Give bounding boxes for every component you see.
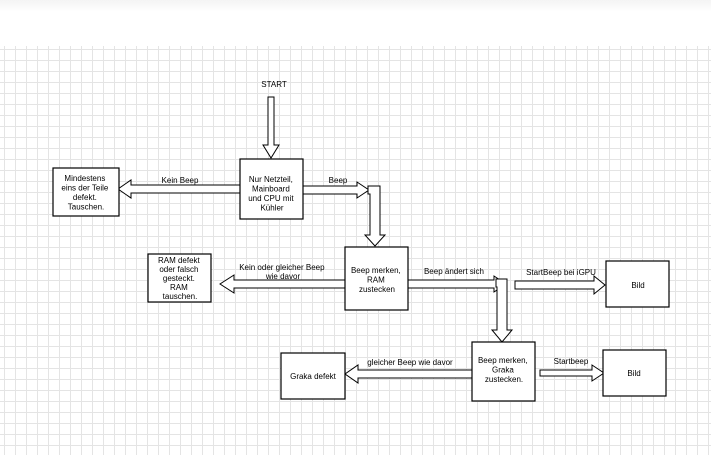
node-bild2-text: Bild [627, 369, 640, 378]
arrow-beep-aendert-down [490, 278, 514, 343]
node-ram-defect-box [147, 253, 212, 303]
node-graka-box [471, 341, 536, 402]
node-bild1-box [605, 260, 670, 308]
start-label: START [261, 80, 287, 89]
top-bar [0, 0, 711, 12]
arrow-beep-aendert [407, 275, 507, 293]
arrow-startbeep-igpu [514, 274, 606, 296]
node-ram-defect-text: RAM defekt oder falsch gesteckt. RAM tau… [158, 256, 202, 301]
arrow-start-to-main [262, 96, 280, 159]
node-main-box [239, 158, 304, 220]
edge-label-kein-gleicher-beep: Kein oder gleicher Beep wie davor [239, 263, 327, 281]
arrow-beep-down [363, 185, 387, 247]
edge-label-startbeep-igpu: StartBeep bei iGPU [526, 268, 596, 277]
edge-label-kein-beep: Kein Beep [162, 176, 199, 185]
node-graka-defect-box [280, 352, 346, 400]
arrow-kein-beep [117, 179, 241, 199]
node-left1-text: Mindestens eins der Teile defekt. Tausch… [61, 174, 110, 212]
arrow-gleicher-beep [344, 364, 473, 384]
edge-label-beep: Beep [329, 176, 348, 185]
arrow-kein-gleicher-beep [219, 274, 346, 294]
node-main-text: Nur Netzteil, Mainboard und CPU mit Kühl… [248, 175, 296, 213]
edge-label-startbeep: Startbeep [554, 357, 589, 366]
arrow-beep [302, 181, 370, 199]
arrow-startbeep [539, 364, 605, 382]
node-graka-text: Beep merken, Graka zustecken. [478, 356, 530, 384]
node-graka-defect-text: Graka defekt [290, 372, 337, 381]
node-ram-text: Beep merken, RAM zustecken [351, 266, 403, 294]
edge-label-gleicher-beep: gleicher Beep wie davor [367, 358, 453, 367]
node-ram-box [344, 246, 409, 311]
edge-label-beep-aendert: Beep ändert sich [424, 267, 484, 276]
node-bild1-text: Bild [631, 281, 644, 290]
node-left1-box [52, 167, 120, 217]
node-bild2-box [602, 349, 667, 397]
